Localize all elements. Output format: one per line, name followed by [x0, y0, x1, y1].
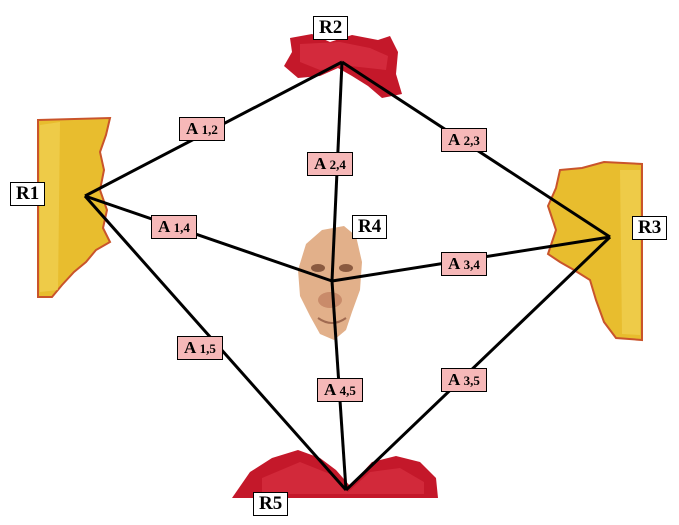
node-label-r1: R1 — [10, 182, 46, 206]
edge-label-a23-sub: 2,3 — [463, 133, 480, 148]
edge-label-a24: A 2,4 — [307, 152, 353, 176]
edge-label-a45-sub: 4,5 — [339, 383, 356, 398]
edge-label-a14: A 1,4 — [151, 215, 197, 239]
edge-r3-r5 — [344, 235, 612, 492]
edge-label-a15-main: A — [184, 338, 200, 357]
node-label-r4: R4 — [352, 215, 388, 239]
edge-label-a23-main: A — [448, 130, 464, 149]
edge-r1-r4 — [84, 194, 333, 283]
edge-label-a14-main: A — [158, 217, 174, 236]
node-label-r3: R3 — [632, 216, 668, 240]
edge-label-a24-sub: 2,4 — [329, 157, 346, 172]
edge-label-a24-main: A — [314, 154, 330, 173]
edge-label-a12-sub: 1,2 — [201, 122, 218, 137]
edge-label-a45-main: A — [324, 380, 340, 399]
edge-label-a15: A 1,5 — [177, 336, 223, 360]
region-r1-image — [37, 116, 112, 298]
edge-label-a34-sub: 3,4 — [463, 257, 480, 272]
edge-label-a34-main: A — [448, 254, 464, 273]
edge-label-a12: A 1,2 — [179, 117, 225, 141]
edge-label-a35-sub: 3,5 — [463, 373, 480, 388]
region-r5-image — [232, 450, 438, 498]
edge-label-a34: A 3,4 — [441, 252, 487, 276]
edge-label-a45: A 4,5 — [317, 378, 363, 402]
edge-label-a35-main: A — [448, 370, 464, 389]
edge-label-a14-sub: 1,4 — [173, 220, 190, 235]
edge-label-a12-main: A — [186, 119, 202, 138]
region-r4-face-image — [298, 226, 362, 340]
edge-label-a23: A 2,3 — [441, 128, 487, 152]
edge-label-a15-sub: 1,5 — [199, 341, 216, 356]
node-label-r2: R2 — [313, 16, 349, 40]
node-label-r5: R5 — [253, 492, 289, 516]
edge-label-a35: A 3,5 — [441, 368, 487, 392]
